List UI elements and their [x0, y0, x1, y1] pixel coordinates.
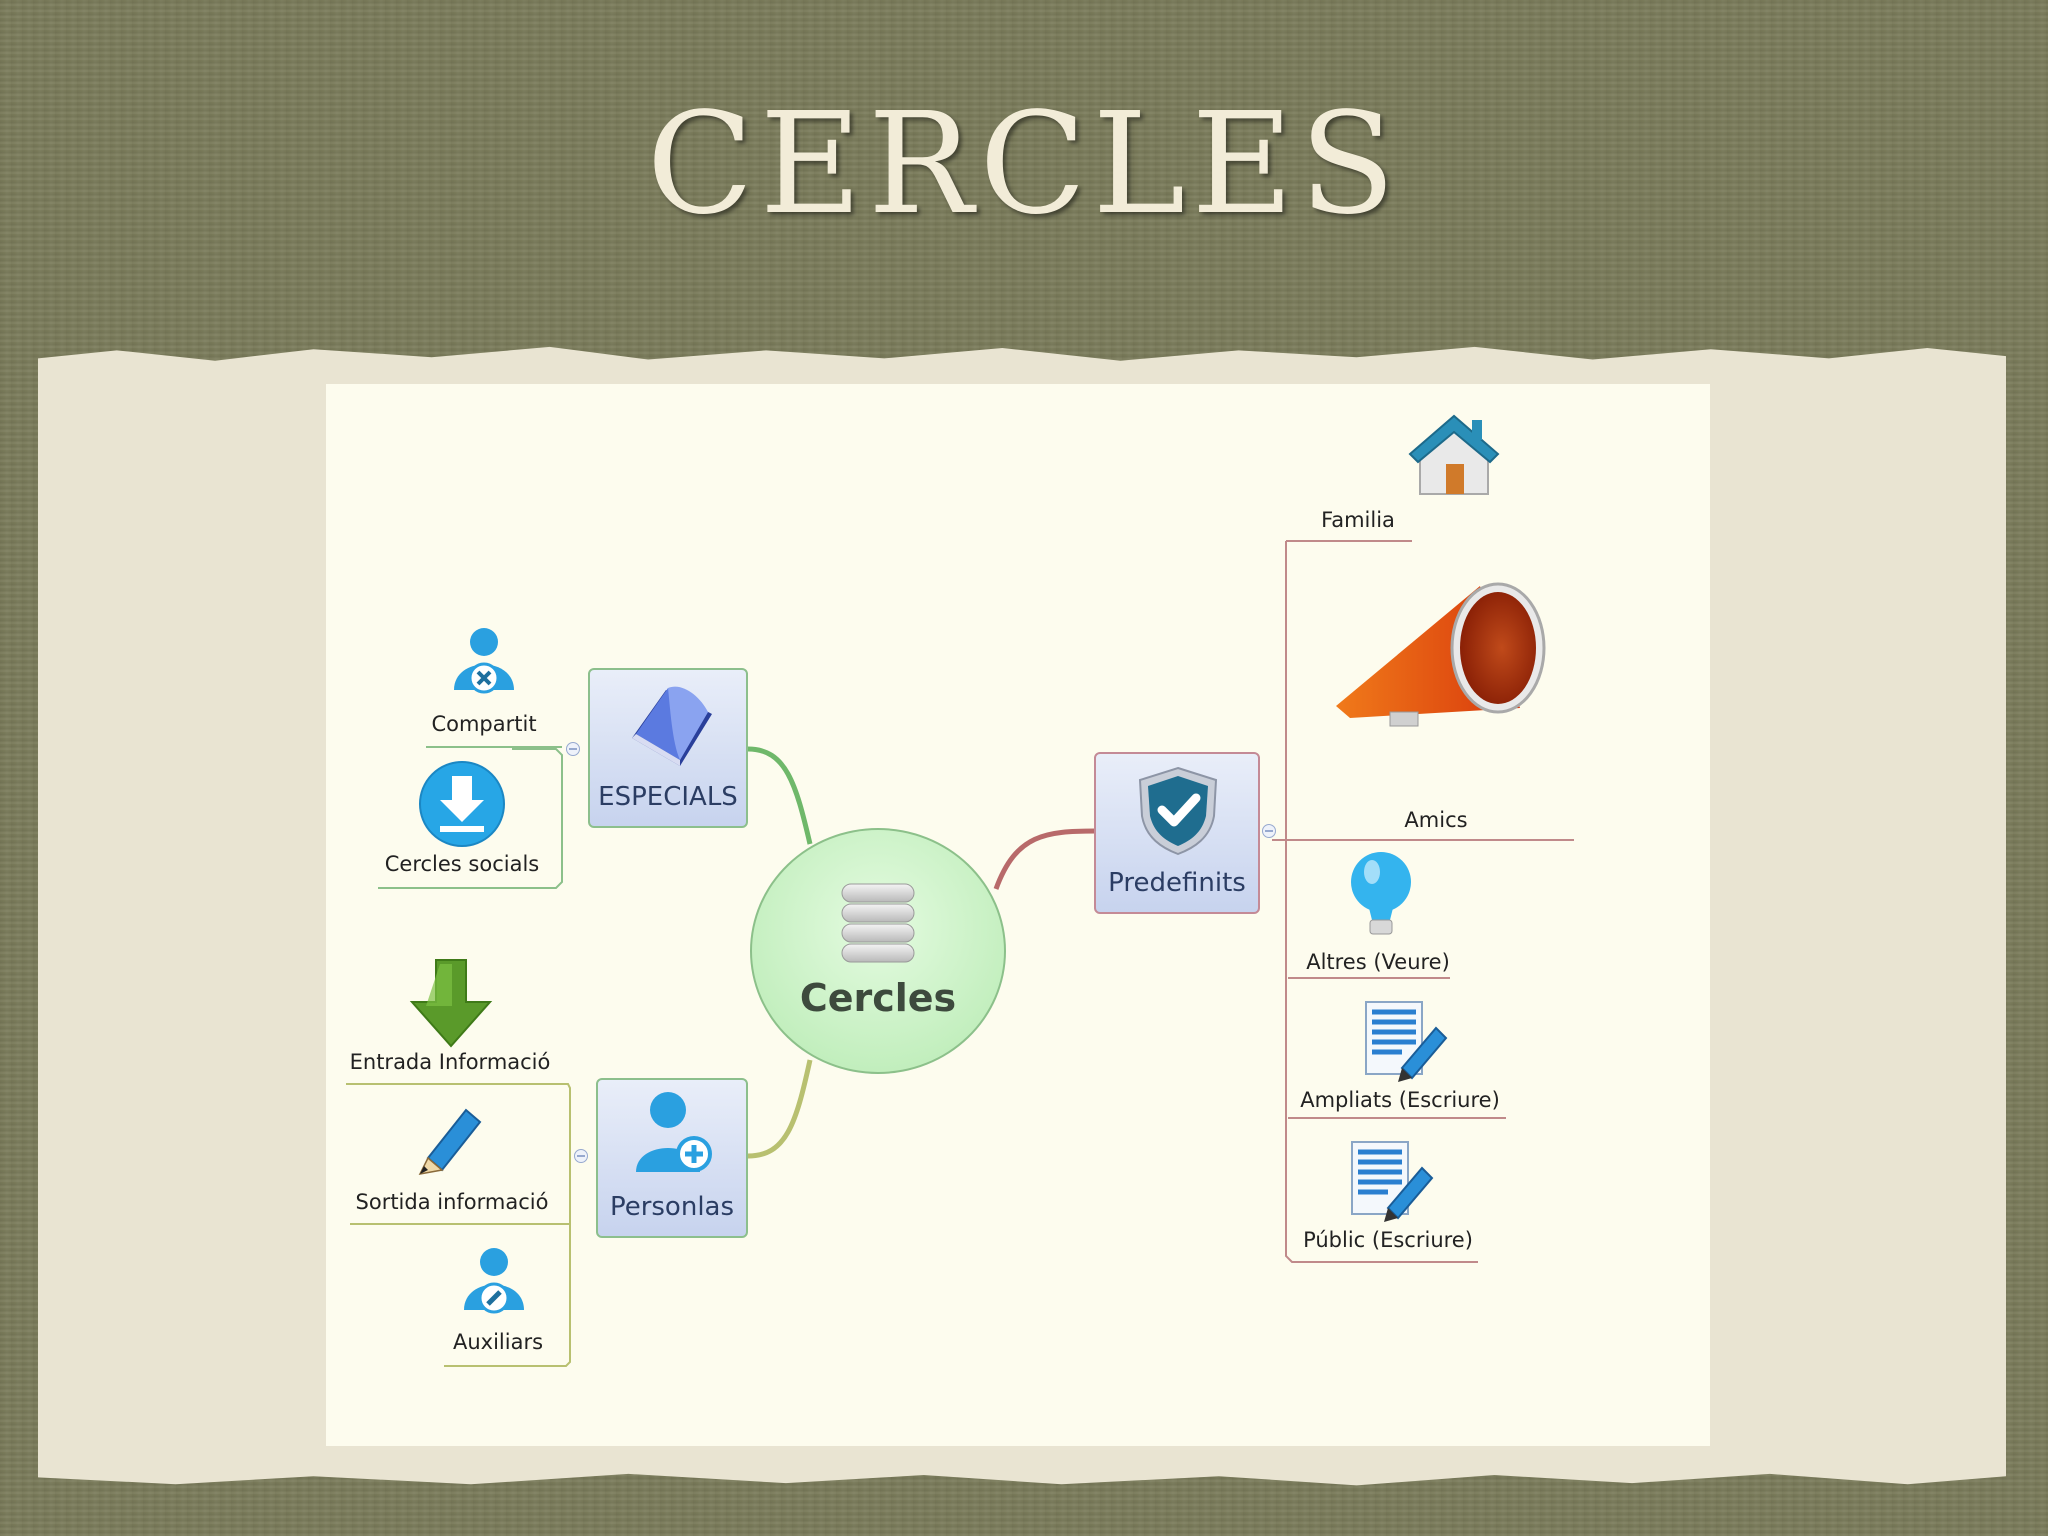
especials-child-label-1: Compartit [431, 712, 537, 736]
user-remove-icon [454, 628, 514, 694]
add-user-icon [636, 1092, 712, 1172]
personlas-node[interactable]: Personlas [596, 1078, 748, 1238]
download-icon [419, 761, 505, 847]
especials-node-label: ESPECIALS [598, 782, 738, 812]
predefinits-child-label-1: Familia [1321, 508, 1395, 532]
lightbulb-icon [1351, 852, 1411, 935]
personlas-child-label-1: Entrada Informació [349, 1050, 551, 1074]
book-icon [632, 686, 712, 766]
shield-check-icon [1138, 766, 1218, 856]
center-personlas-link [747, 1059, 813, 1159]
pencil-icon [418, 1108, 482, 1176]
predefinits-child-label-2: Amics [1404, 808, 1468, 832]
center-node[interactable]: Cercles [750, 828, 1006, 1074]
house-icon [1408, 414, 1500, 495]
predefinits-child-label-5: Públic (Escriure) [1303, 1228, 1473, 1252]
mindmap-connectors [346, 540, 1574, 1367]
predefinits-node-label: Predefinits [1108, 868, 1246, 898]
especials-collapse-toggle[interactable] [566, 742, 580, 756]
megaphone-icon [1336, 582, 1546, 727]
especials-children-link [378, 748, 563, 889]
personlas-node-label: Personlas [609, 1192, 735, 1222]
green-down-arrow-icon [409, 959, 493, 1048]
predefinits-node[interactable]: Predefinits [1094, 752, 1260, 914]
predefinits-collapse-toggle[interactable] [1262, 824, 1276, 838]
center-node-label: Cercles [799, 976, 957, 1020]
especials-child-label-2: Cercles socials [384, 852, 540, 876]
document-edit-icon [1351, 1141, 1434, 1222]
user-edit-icon [464, 1248, 524, 1314]
personlas-collapse-toggle[interactable] [574, 1149, 588, 1163]
mindmap-canvas: Cercles ESPECIALS Personlas Predefinits [326, 384, 1710, 1446]
predefinits-child-label-3: Altres (Veure) [1306, 950, 1450, 974]
center-especials-link [747, 746, 813, 845]
document-edit-icon [1365, 1001, 1448, 1082]
database-icon [841, 883, 915, 963]
slide-title: CERCLES [646, 83, 1402, 246]
center-predefinits-link [993, 828, 1097, 890]
predefinits-child-label-4: Ampliats (Escriure) [1300, 1088, 1500, 1112]
especials-node[interactable]: ESPECIALS [588, 668, 748, 828]
personlas-child-label-2: Sortida informació [355, 1190, 549, 1214]
personlas-child-label-3: Auxiliars [452, 1330, 544, 1354]
